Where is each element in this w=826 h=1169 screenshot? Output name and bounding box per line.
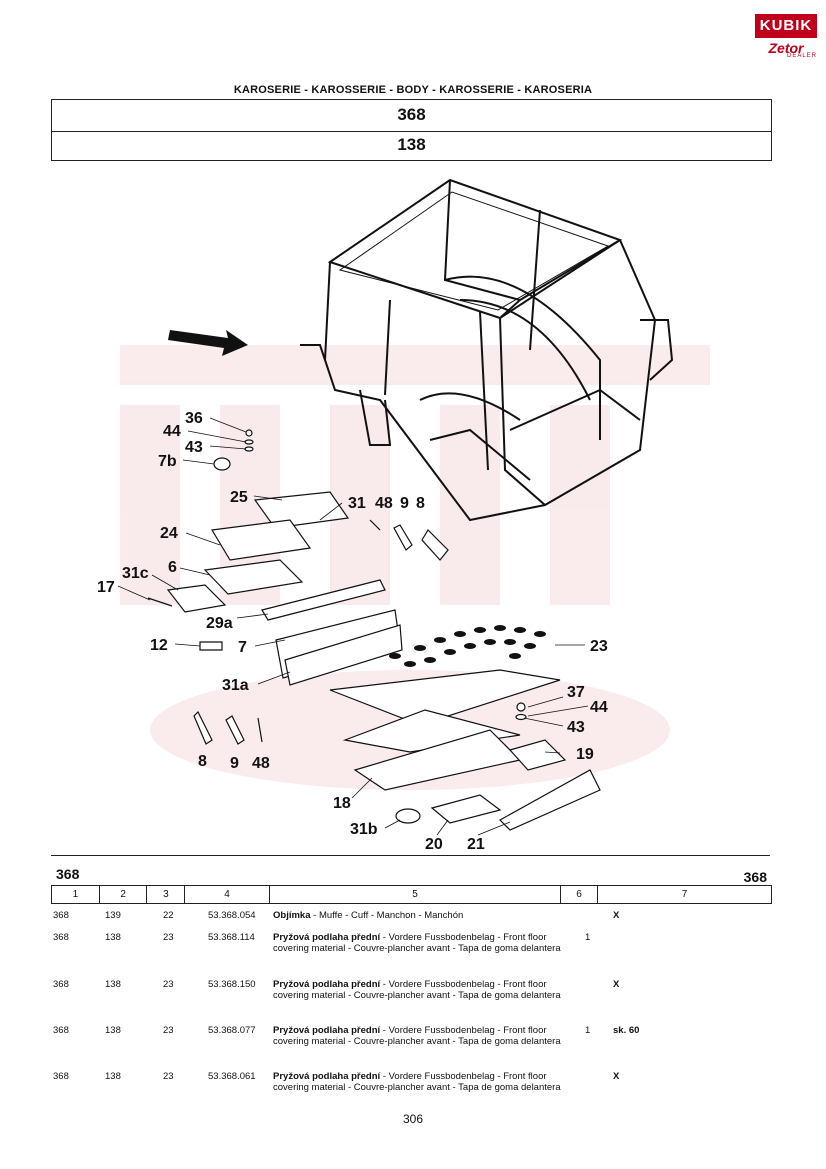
- callout-7b: 7b: [158, 453, 177, 470]
- floor-mat-texture: [389, 625, 546, 667]
- row-part-number: 53.368.150: [208, 979, 256, 990]
- callout-6: 6: [168, 559, 177, 576]
- callout-9: 9: [400, 495, 409, 512]
- callout-17: 17: [97, 579, 115, 596]
- callout-29a: 29a: [206, 615, 233, 632]
- row-translations: - Vordere Fussbodenbelag - Front floor c…: [273, 1025, 561, 1047]
- cab-frame: [300, 178, 674, 522]
- callout-48: 48: [375, 495, 393, 512]
- row-quantity: 1: [585, 932, 591, 943]
- exploded-parts-diagram: 36 44 43 7b 25 31 48 9 8 24 6 31c 17 29a…: [97, 178, 710, 850]
- column-header-2: 2: [100, 886, 148, 903]
- callout-31: 31: [348, 495, 366, 512]
- column-header-5: 5: [270, 886, 562, 903]
- column-header-3: 3: [147, 886, 186, 903]
- callout-31b: 31b: [350, 821, 378, 838]
- column-header-4: 4: [185, 886, 270, 903]
- table-group-right: 368: [743, 869, 767, 885]
- row-part-number: 53.368.077: [208, 1025, 256, 1036]
- logo-zetor-text: Zetor: [768, 40, 804, 56]
- subgroup-number: 138: [397, 135, 426, 154]
- row-subgroup: 138: [105, 979, 121, 990]
- callout-19: 19: [576, 746, 594, 763]
- callout-18: 18: [333, 795, 351, 812]
- section-heading: KAROSERIE - KAROSSERIE - BODY - KAROSSER…: [233, 84, 593, 96]
- row-position: 22: [163, 910, 174, 921]
- row-position: 23: [163, 932, 174, 943]
- logo-dealer-text: DEALER: [786, 53, 817, 59]
- row-position: 23: [163, 979, 174, 990]
- callout-23: 23: [590, 638, 608, 655]
- callout-21: 21: [467, 836, 485, 850]
- page-number: 306: [402, 1112, 424, 1126]
- row-subgroup: 138: [105, 1071, 121, 1082]
- row-description: Pryžová podlaha přední - Vordere Fussbod…: [273, 979, 563, 1001]
- row-description: Objímka - Muffe - Cuff - Manchon - Manch…: [273, 910, 563, 921]
- row-part-number: 53.368.054: [208, 910, 256, 921]
- row-remark: sk. 60: [613, 1025, 640, 1036]
- row-name: Pryžová podlaha přední: [273, 1071, 381, 1082]
- callout-31a: 31a: [222, 677, 249, 694]
- row-remark: X: [613, 910, 620, 921]
- logo-kubik-text: KUBIK: [755, 14, 817, 38]
- column-header-6: 6: [561, 886, 598, 903]
- row-part-number: 53.368.061: [208, 1071, 256, 1082]
- leader-lines: [117, 417, 589, 836]
- loose-parts: [147, 429, 601, 831]
- row-translations: - Vordere Fussbodenbelag - Front floor c…: [273, 932, 561, 954]
- callout-8: 8: [416, 495, 425, 512]
- callout-31c: 31c: [122, 565, 149, 582]
- row-name: Objímka: [273, 910, 311, 921]
- callout-48-left: 48: [252, 755, 270, 772]
- row-translations: - Vordere Fussbodenbelag - Front floor c…: [273, 1071, 561, 1093]
- row-position: 23: [163, 1071, 174, 1082]
- row-group: 368: [53, 910, 69, 921]
- row-subgroup: 138: [105, 1025, 121, 1036]
- row-part-number: 53.368.114: [208, 932, 255, 943]
- row-translations: - Muffe - Cuff - Manchon - Manchón: [310, 910, 464, 921]
- row-description: Pryžová podlaha přední - Vordere Fussbod…: [273, 932, 563, 954]
- row-group: 368: [53, 1071, 69, 1082]
- callout-9-left: 9: [230, 755, 239, 772]
- row-description: Pryžová podlaha přední - Vordere Fussbod…: [273, 1025, 563, 1047]
- column-header-1: 1: [52, 886, 100, 903]
- table-group-left: 368: [56, 866, 80, 882]
- callout-12: 12: [150, 637, 168, 654]
- callout-43: 43: [185, 439, 203, 456]
- row-group: 368: [53, 932, 69, 943]
- kubik-zetor-logo: KUBIK Zetor DEALER: [755, 14, 817, 66]
- callout-20: 20: [425, 836, 443, 850]
- parts-table-group-header: 368 368: [51, 855, 770, 904]
- callout-44: 44: [163, 423, 181, 440]
- row-name: Pryžová podlaha přední: [273, 979, 381, 990]
- callout-24: 24: [160, 525, 178, 542]
- row-quantity: 1: [585, 1025, 591, 1036]
- row-name: Pryžová podlaha přední: [273, 1025, 381, 1036]
- forward-direction-arrow: [168, 330, 248, 356]
- callout-36: 36: [185, 410, 203, 427]
- row-translations: - Vordere Fussbodenbelag - Front floor c…: [273, 979, 561, 1001]
- row-description: Pryžová podlaha přední - Vordere Fussbod…: [273, 1071, 563, 1093]
- row-name: Pryžová podlaha přední: [273, 932, 381, 943]
- callout-37: 37: [567, 684, 585, 701]
- callout-25: 25: [230, 489, 248, 506]
- group-number: 368: [397, 105, 426, 124]
- column-header-7: 7: [681, 889, 688, 900]
- callout-43-right: 43: [567, 719, 585, 736]
- parts-table-column-headers: 1 2 3 4 5 6 7: [51, 885, 772, 904]
- row-remark: X: [613, 1071, 620, 1082]
- row-position: 23: [163, 1025, 174, 1036]
- callout-44-right: 44: [590, 699, 608, 716]
- row-remark: X: [613, 979, 620, 990]
- row-subgroup: 138: [105, 932, 121, 943]
- row-group: 368: [53, 979, 69, 990]
- subgroup-number-box: 138: [51, 130, 772, 161]
- group-number-box: 368: [51, 99, 772, 132]
- row-subgroup: 139: [105, 910, 121, 921]
- callout-7: 7: [238, 639, 247, 656]
- row-group: 368: [53, 1025, 69, 1036]
- callout-8-left: 8: [198, 753, 207, 770]
